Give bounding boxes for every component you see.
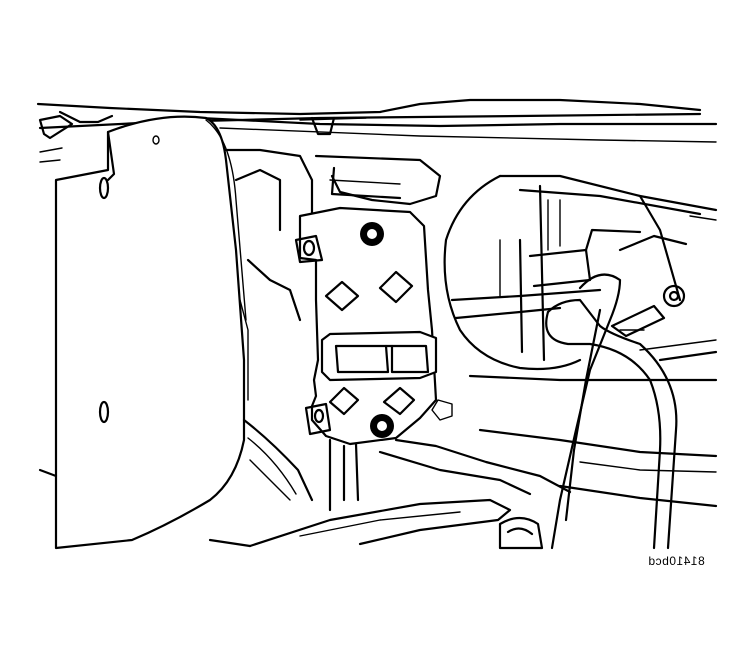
body-structure: [226, 150, 440, 500]
duct-opening: [445, 176, 716, 369]
mounting-bracket: [296, 208, 452, 444]
figure-code-label: 81410bcd: [648, 554, 705, 568]
lower-brace: [250, 440, 570, 548]
lower-floor-structure: [40, 376, 716, 546]
bolt-lower: [370, 414, 394, 438]
hose-clamp-fastener: [612, 286, 716, 360]
right-edge-panel: [640, 196, 716, 300]
fender-splash-shield: [56, 117, 246, 548]
upper-cowl-panel: [38, 100, 716, 162]
heater-hose: [546, 275, 676, 548]
bolt-upper: [360, 222, 384, 246]
